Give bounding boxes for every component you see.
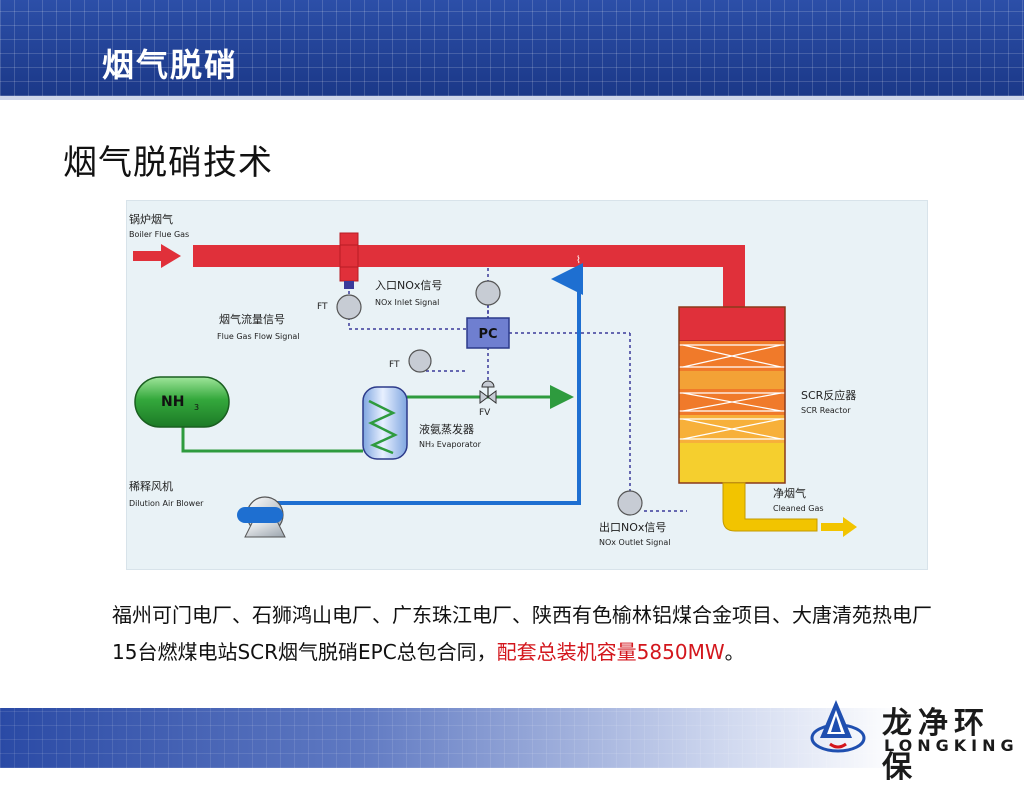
slide-title: 烟气脱硝 xyxy=(102,46,239,84)
pc-controller xyxy=(466,317,510,349)
diagram-canvas: 锅炉烟气 Boiler Flue Gas xyxy=(129,212,857,547)
nh3-tank: NH 3 xyxy=(134,376,230,428)
description-end: 。 xyxy=(724,640,745,664)
ft2-label: FT xyxy=(389,360,400,370)
inlet-nox-analyzer xyxy=(475,280,501,306)
ft1-label: FT xyxy=(317,302,328,312)
outlet-nox-analyzer xyxy=(617,490,643,516)
flow-transmitter-2 xyxy=(408,349,432,373)
nh3-sub: 3 xyxy=(194,403,199,412)
flow-label-cn: 烟气流量信号 xyxy=(219,312,285,326)
clean-label-cn: 净烟气 xyxy=(773,486,806,500)
description-highlight: 配套总装机容量5850MW xyxy=(496,640,725,664)
project-description: 福州可门电厂、石狮鸿山电厂、广东珠江电厂、陕西有色榆林铝煤合金项目、大唐清苑热电… xyxy=(112,597,948,671)
section-heading: 烟气脱硝技术 xyxy=(63,143,273,183)
duct-injection-mark: ⌇ xyxy=(576,255,581,266)
description-text: 福州可门电厂、石狮鸿山电厂、广东珠江电厂、陕西有色榆林铝煤合金项目、大唐清苑热电… xyxy=(112,603,932,664)
evap-label-cn: 液氨蒸发器 xyxy=(419,422,474,436)
scr-reactor xyxy=(678,306,786,484)
flue-gas-duct xyxy=(193,245,745,311)
title-bar: 烟气脱硝 xyxy=(0,0,1024,96)
control-valve xyxy=(479,380,497,404)
flow-sensor xyxy=(339,232,359,289)
clean-gas-outlet xyxy=(722,482,857,537)
nh3-evaporator xyxy=(362,386,408,460)
dilution-blower xyxy=(237,496,286,538)
title-divider xyxy=(0,96,1024,100)
nox-in-label-en: NOx Inlet Signal xyxy=(375,298,439,307)
blower-label-cn: 稀释风机 xyxy=(129,479,173,493)
scr-process-diagram: 锅炉烟气 Boiler Flue Gas xyxy=(126,200,928,570)
evap-label-en: NH₃ Evaporator xyxy=(419,440,482,449)
longking-logo: 龙净环保 LONGKING xyxy=(808,694,1019,785)
boiler-arrow xyxy=(133,244,181,268)
fv-label: FV xyxy=(479,408,491,418)
flow-transmitter-1 xyxy=(336,294,362,320)
nox-in-label-cn: 入口NOx信号 xyxy=(375,279,442,292)
longking-logo-icon xyxy=(810,700,866,753)
boiler-label-en: Boiler Flue Gas xyxy=(129,230,189,239)
dilution-air-line xyxy=(267,263,583,505)
blower-label-en: Dilution Air Blower xyxy=(129,499,204,508)
clean-label-en: Cleaned Gas xyxy=(773,504,824,513)
scr-label-cn: SCR反应器 xyxy=(801,388,856,402)
logo-text-en: LONGKING xyxy=(884,736,1019,755)
nox-out-label-en: NOx Outlet Signal xyxy=(599,538,670,547)
pc-label: PC xyxy=(478,327,497,342)
flow-label-en: Flue Gas Flow Signal xyxy=(217,332,300,341)
footer-bar xyxy=(0,708,1024,768)
nh3-label: NH xyxy=(161,394,184,410)
boiler-label-cn: 锅炉烟气 xyxy=(129,212,173,226)
scr-label-en: SCR Reactor xyxy=(801,406,851,415)
nox-out-label-cn: 出口NOx信号 xyxy=(599,520,666,534)
